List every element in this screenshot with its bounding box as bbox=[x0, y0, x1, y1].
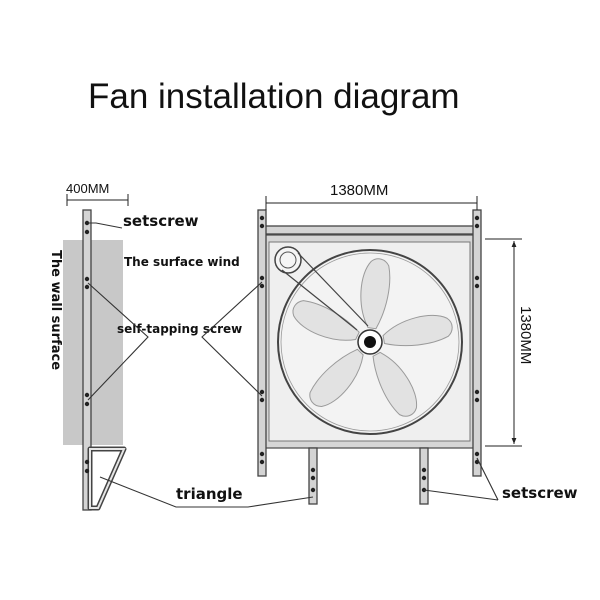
left-rail bbox=[257, 209, 267, 477]
wall-surface-label: The wall surface bbox=[48, 250, 63, 370]
self-tapping-screw-label: self-tapping screw bbox=[117, 322, 242, 336]
triangle-label: triangle bbox=[176, 485, 243, 503]
drive-belt bbox=[281, 269, 358, 331]
triangle-bracket-inner bbox=[89, 448, 126, 509]
fan-blade bbox=[372, 351, 417, 417]
side-rail bbox=[82, 209, 92, 511]
side-view: 400MM The wall surface bbox=[48, 181, 129, 511]
front-view: 1380MM 1380MM bbox=[257, 182, 534, 505]
top-rail bbox=[261, 225, 478, 235]
belt-pulley bbox=[274, 246, 302, 274]
fan-shaft bbox=[364, 336, 376, 348]
diagram-title: Fan installation diagram bbox=[88, 77, 460, 116]
fan-blades bbox=[292, 258, 453, 417]
fan-blade bbox=[309, 348, 364, 407]
fan-blade bbox=[360, 258, 391, 330]
front-rail-bolts bbox=[259, 215, 480, 493]
side-rail-bolts bbox=[84, 220, 90, 474]
width-dimension: 1380MM bbox=[330, 182, 388, 199]
surface-wind-label: The surface wind bbox=[124, 255, 240, 269]
fan-guard-inner bbox=[280, 252, 460, 432]
fan-blade bbox=[382, 314, 453, 347]
wall-surface-block bbox=[63, 240, 123, 445]
setscrew-bottom-label: setscrew bbox=[502, 484, 578, 502]
right-rail bbox=[472, 209, 482, 477]
height-dimension: 1380MM bbox=[517, 306, 534, 364]
triangle-bracket bbox=[87, 446, 127, 511]
side-width-dimension: 400MM bbox=[66, 181, 109, 196]
setscrew-top-label: setscrew bbox=[123, 212, 199, 230]
